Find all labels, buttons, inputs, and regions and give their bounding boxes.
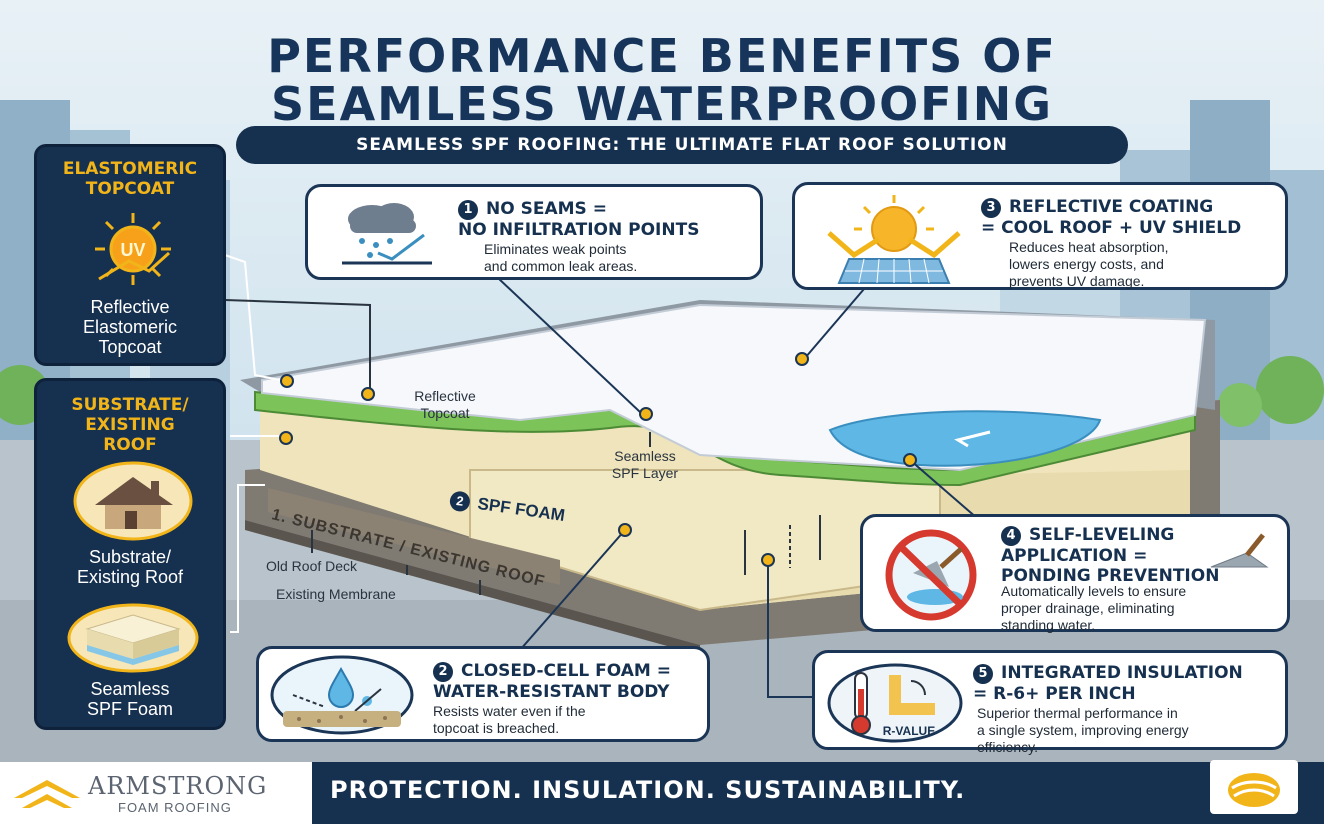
panel-caption-line: Reflective	[90, 297, 170, 317]
callout-body-line: topcoat is breached.	[433, 720, 560, 736]
leader-line-elastomeric	[224, 254, 286, 382]
label-old-roof-deck: Old Roof Deck	[266, 558, 358, 574]
trowel-icon	[1210, 533, 1269, 568]
callout-body-line: efficiency.	[977, 739, 1038, 755]
panel-caption-line: Topcoat	[98, 337, 162, 357]
tree-right	[1256, 356, 1324, 424]
panel-title-line: TOPCOAT	[85, 179, 175, 199]
page-title-line-1: PERFORMANCE BENEFITS OF	[267, 29, 1057, 83]
marker-dot	[618, 523, 632, 537]
marker-dot	[280, 374, 294, 388]
badge-logo	[1210, 760, 1298, 814]
panel-title-line: SUBSTRATE/	[71, 395, 189, 415]
callout-body-line: Eliminates weak points	[484, 241, 627, 257]
panel-caption-line: Elastomeric	[82, 317, 178, 337]
panel-title-line: ELASTOMERIC	[62, 159, 198, 179]
rain-cloud-icon	[342, 203, 432, 265]
marker-dot	[795, 352, 809, 366]
marker-dot	[903, 453, 917, 467]
uv-sun-icon: UV	[95, 213, 171, 285]
callout-body-line: standing water.	[1001, 617, 1096, 633]
brand-logo	[0, 762, 312, 824]
callout-body-line: Automatically levels to ensure	[1001, 583, 1187, 599]
callout-number: 1	[458, 200, 478, 220]
panel-caption-line: Existing Roof	[76, 567, 184, 587]
label-reflective-topcoat: Topcoat	[420, 405, 470, 421]
house-roof-icon	[73, 461, 193, 541]
leader-line-panel-a	[224, 299, 371, 392]
r-value-icon-text: R-VALUE	[883, 724, 935, 738]
callout-title-line: NO INFILTRATION POINTS	[458, 220, 700, 240]
label-seamless-spf-layer: Seamless	[614, 448, 676, 464]
marker-dot	[639, 407, 653, 421]
callout-title-line: PONDING PREVENTION	[1001, 566, 1220, 586]
no-ponding-icon	[885, 529, 977, 621]
callout-body-line: lowers energy costs, and	[1009, 256, 1164, 272]
sun-reflection-icon	[827, 195, 961, 284]
marker-dot	[761, 553, 775, 567]
foam-block-icon	[67, 603, 199, 673]
label-reflective-topcoat: Reflective	[414, 388, 476, 404]
badge-dome-icon	[1228, 773, 1280, 807]
logo-roof-icon	[14, 780, 80, 808]
label-seamless-spf-layer: SPF Layer	[611, 465, 679, 481]
brand-subtitle: FOAM ROOFING	[118, 800, 232, 815]
callout-number: 3	[981, 198, 1001, 218]
callout-body-line: Reduces heat absorption,	[1009, 239, 1169, 255]
uv-icon-text: UV	[120, 240, 145, 260]
callout-body-line: a single system, improving energy	[977, 722, 1189, 738]
panel-caption-line: Seamless	[90, 679, 170, 699]
callout-body-line: prevents UV damage.	[1009, 273, 1145, 289]
brand-name: ARMSTRONG	[88, 772, 268, 800]
subtitle-banner: SEAMLESS SPF ROOFING: THE ULTIMATE FLAT …	[236, 126, 1128, 164]
leader-line-spf	[230, 484, 265, 633]
panel-title-line: EXISTING	[85, 415, 175, 435]
panel-elastomeric-topcoat: ELASTOMERIC TOPCOAT UV Reflective Elasto…	[34, 144, 226, 366]
callout-title-line: APPLICATION =	[1001, 546, 1148, 566]
callout-body-line: Superior thermal performance in	[977, 705, 1178, 721]
callout-number: 5	[973, 664, 993, 684]
panel-caption-line: SPF Foam	[86, 699, 174, 719]
water-drop-icon	[270, 655, 414, 735]
callout-body-line: Resists water even if the	[433, 703, 586, 719]
label-spf-foam-number: 2	[448, 490, 472, 513]
panel-caption-line: Substrate/	[88, 547, 172, 567]
callout-body-line: proper drainage, eliminating	[1001, 600, 1175, 616]
thermometer-icon: R-VALUE	[827, 663, 963, 743]
footer-tagline: PROTECTION. INSULATION. SUSTAINABILITY.	[330, 776, 966, 804]
callout-title-line: = COOL ROOF + UV SHIELD	[981, 218, 1242, 238]
page-title-line-2: SEAMLESS WATERPROOFING	[271, 77, 1053, 131]
panel-title-line: ROOF	[103, 435, 157, 455]
substrate-band	[268, 488, 560, 585]
callout-title-line: WATER-RESISTANT BODY	[433, 682, 670, 702]
marker-dot	[279, 431, 293, 445]
panel-substrate-existing-roof: SUBSTRATE/ EXISTING ROOF Substrate/ Exis…	[34, 378, 226, 730]
callout-number: 4	[1001, 526, 1021, 546]
callout-title-line: = R-6+ PER INCH	[973, 684, 1136, 704]
callout-number: 2	[433, 662, 453, 682]
label-existing-membrane: Existing Membrane	[276, 586, 396, 602]
callout-body-line: and common leak areas.	[484, 258, 638, 274]
marker-dot	[361, 387, 375, 401]
